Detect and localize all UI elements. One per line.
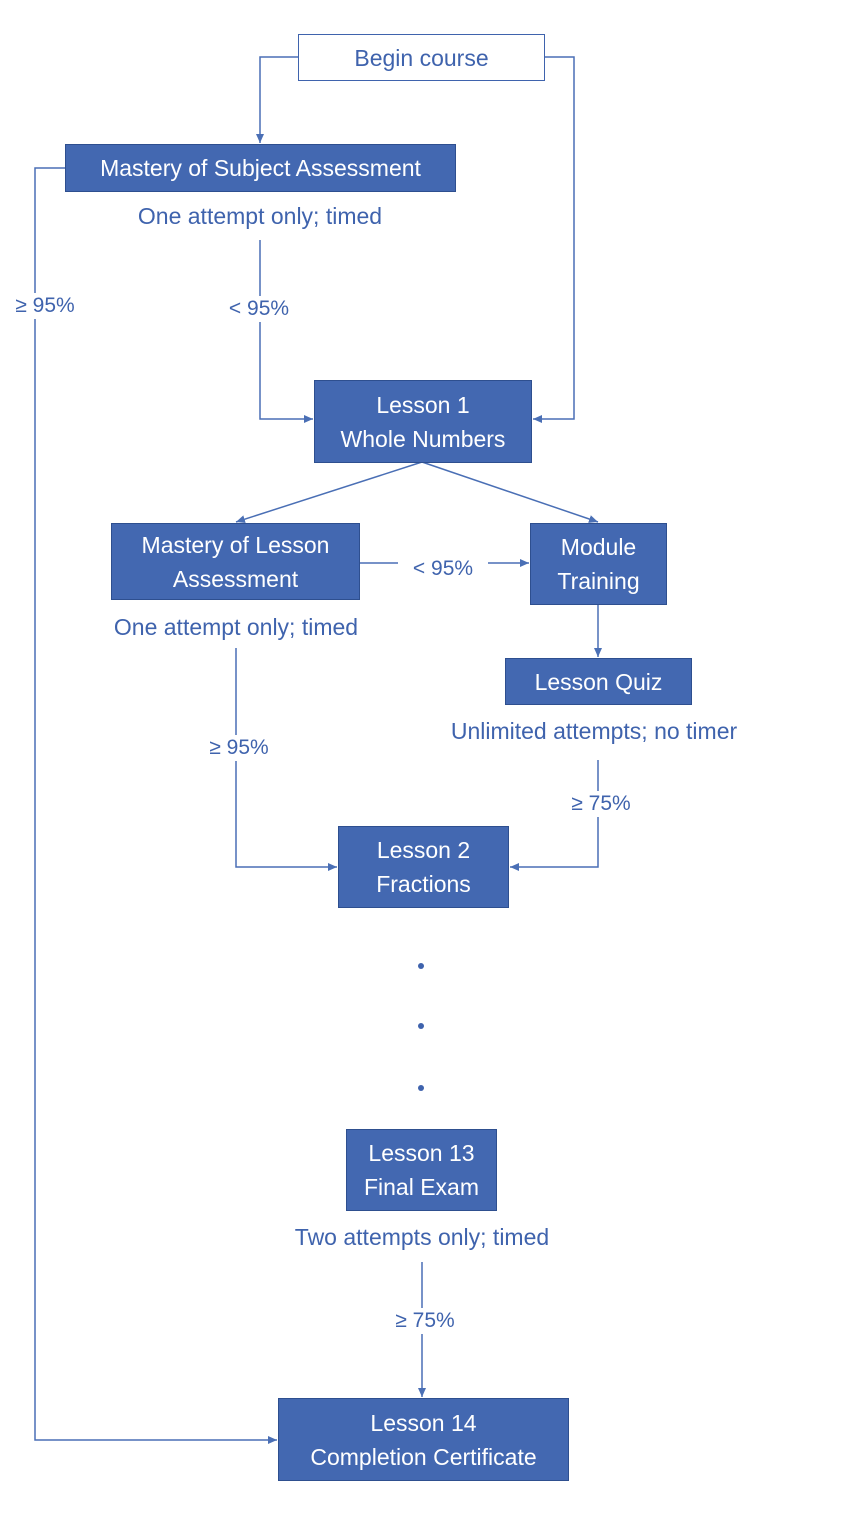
subject-pass-to-lesson14-arrow xyxy=(34,167,277,1444)
lesson1-to-module-training-arrow xyxy=(421,461,599,523)
lesson2-subtitle: Fractions xyxy=(376,871,471,897)
lesson-assessment-line2: Assessment xyxy=(172,565,299,592)
subject-assessment-note: One attempt only; timed xyxy=(60,202,460,230)
lesson2-box: Lesson 2 Fractions xyxy=(338,826,509,908)
lesson13-subtitle: Final Exam xyxy=(363,1174,480,1200)
lesson-pass-to-lesson2-arrow xyxy=(235,648,337,871)
ellipsis-dot xyxy=(418,1085,424,1091)
subject-fail-to-lesson1-arrow xyxy=(259,240,313,423)
subject-pass-condition: ≥ 95% xyxy=(2,293,88,319)
module-training-box: Module Training xyxy=(530,523,667,605)
lesson-assessment-line1: Mastery of Lesson xyxy=(141,531,330,558)
lesson-assessment-box: Mastery of Lesson Assessment xyxy=(111,523,360,600)
subject-assessment-box: Mastery of Subject Assessment xyxy=(65,144,456,192)
lesson-fail-condition: < 95% xyxy=(398,556,488,582)
begin-course-box: Begin course xyxy=(298,34,545,81)
final-pass-condition: ≥ 75% xyxy=(380,1308,470,1334)
lesson-quiz-label: Lesson Quiz xyxy=(534,668,663,695)
lesson14-title: Lesson 14 xyxy=(370,1409,477,1436)
subject-assessment-label: Mastery of Subject Assessment xyxy=(100,155,421,181)
lesson14-box: Lesson 14 Completion Certificate xyxy=(278,1398,569,1481)
lesson-assessment-note: One attempt only; timed xyxy=(86,613,386,641)
lesson13-box: Lesson 13 Final Exam xyxy=(346,1129,497,1211)
subject-fail-condition: < 95% xyxy=(216,296,302,322)
lesson2-title: Lesson 2 xyxy=(376,837,471,863)
lesson13-note: Two attempts only; timed xyxy=(260,1223,584,1251)
lesson-quiz-note: Unlimited attempts; no timer xyxy=(420,717,768,745)
lesson1-title: Lesson 1 xyxy=(376,391,470,418)
lesson-pass-condition: ≥ 95% xyxy=(194,735,284,761)
begin-to-subject-assessment-arrow xyxy=(256,56,298,143)
ellipsis-dot xyxy=(418,1023,424,1029)
module-training-line1: Module xyxy=(560,534,637,560)
quiz-pass-condition: ≥ 75% xyxy=(556,791,646,817)
module-training-line2: Training xyxy=(557,568,640,594)
ellipsis-dot xyxy=(418,963,424,969)
lesson14-subtitle: Completion Certificate xyxy=(310,1443,537,1470)
lesson13-title: Lesson 13 xyxy=(368,1140,475,1166)
lesson1-to-lesson-assessment-arrow xyxy=(235,461,423,524)
lesson1-box: Lesson 1 Whole Numbers xyxy=(314,380,532,463)
begin-to-lesson1-arrow xyxy=(533,56,575,423)
begin-course-label: Begin course xyxy=(354,44,489,71)
lesson-quiz-box: Lesson Quiz xyxy=(505,658,692,705)
lesson1-subtitle: Whole Numbers xyxy=(340,425,506,452)
